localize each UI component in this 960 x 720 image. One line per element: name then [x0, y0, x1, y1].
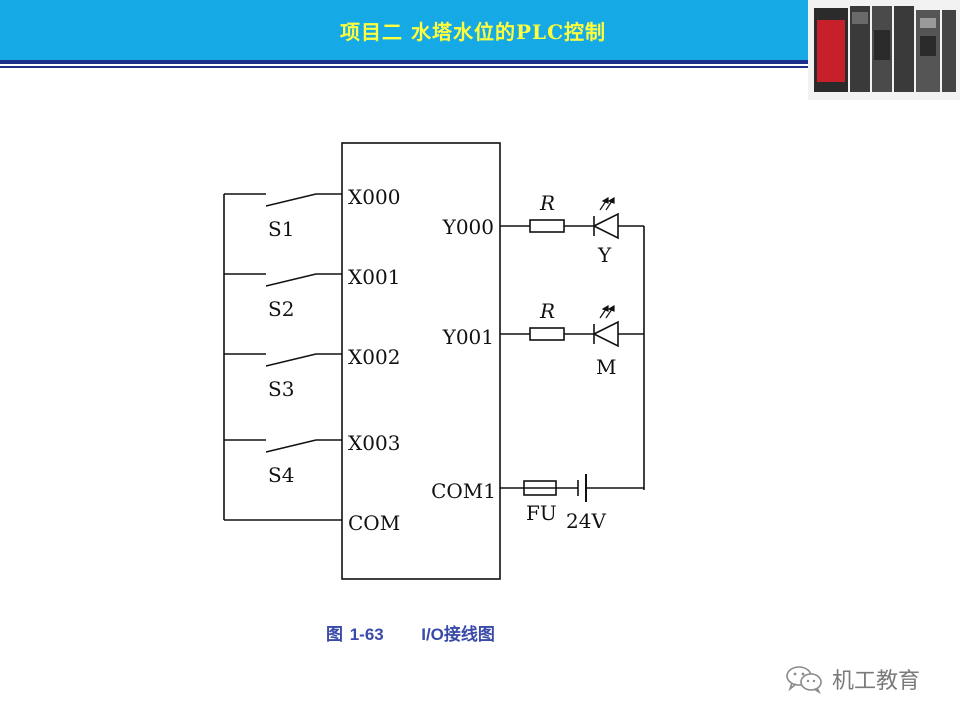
figure-caption: 图 1-63 I/O接线图 [326, 620, 495, 645]
terminal-x002: X002 [348, 345, 400, 369]
terminal-x003: X003 [348, 431, 400, 455]
switch-s3: S3 [268, 377, 294, 401]
supply-label: 24V [566, 509, 606, 533]
switch-s1: S1 [268, 217, 294, 241]
terminal-x001: X001 [348, 265, 400, 289]
lamp-label-y: Y [597, 243, 612, 267]
resistor-label-1: R [539, 191, 555, 215]
page-title: 项目二 水塔水位的PLC控制 [340, 20, 606, 44]
resistor-label-2: R [539, 299, 555, 323]
io-wiring-diagram: X000 X001 X002 X003 COM S1 S2 S3 S4 Y000… [222, 140, 648, 584]
figure-title: I/O接线图 [421, 625, 495, 644]
terminal-com1: COM1 [431, 479, 496, 503]
terminal-x000: X000 [348, 185, 400, 209]
header-divider-thin [0, 66, 810, 68]
lamp-label-m: M [596, 355, 616, 379]
watermark-text: 机工教育 [832, 669, 921, 694]
fuse-label: FU [526, 501, 557, 525]
wechat-icon [786, 666, 822, 694]
watermark: 机工教育 [784, 662, 920, 696]
header-divider [0, 60, 810, 64]
plc-box [341, 142, 501, 580]
terminal-com: COM [348, 511, 400, 535]
terminal-y000: Y000 [442, 215, 494, 239]
terminal-y001: Y001 [442, 325, 494, 349]
figure-number: 图 1-63 [326, 625, 384, 644]
switch-s2: S2 [268, 297, 294, 321]
header-bar: 项目二 水塔水位的PLC控制 [0, 0, 810, 60]
plc-hardware-image [808, 0, 960, 100]
switch-s4: S4 [268, 463, 294, 487]
